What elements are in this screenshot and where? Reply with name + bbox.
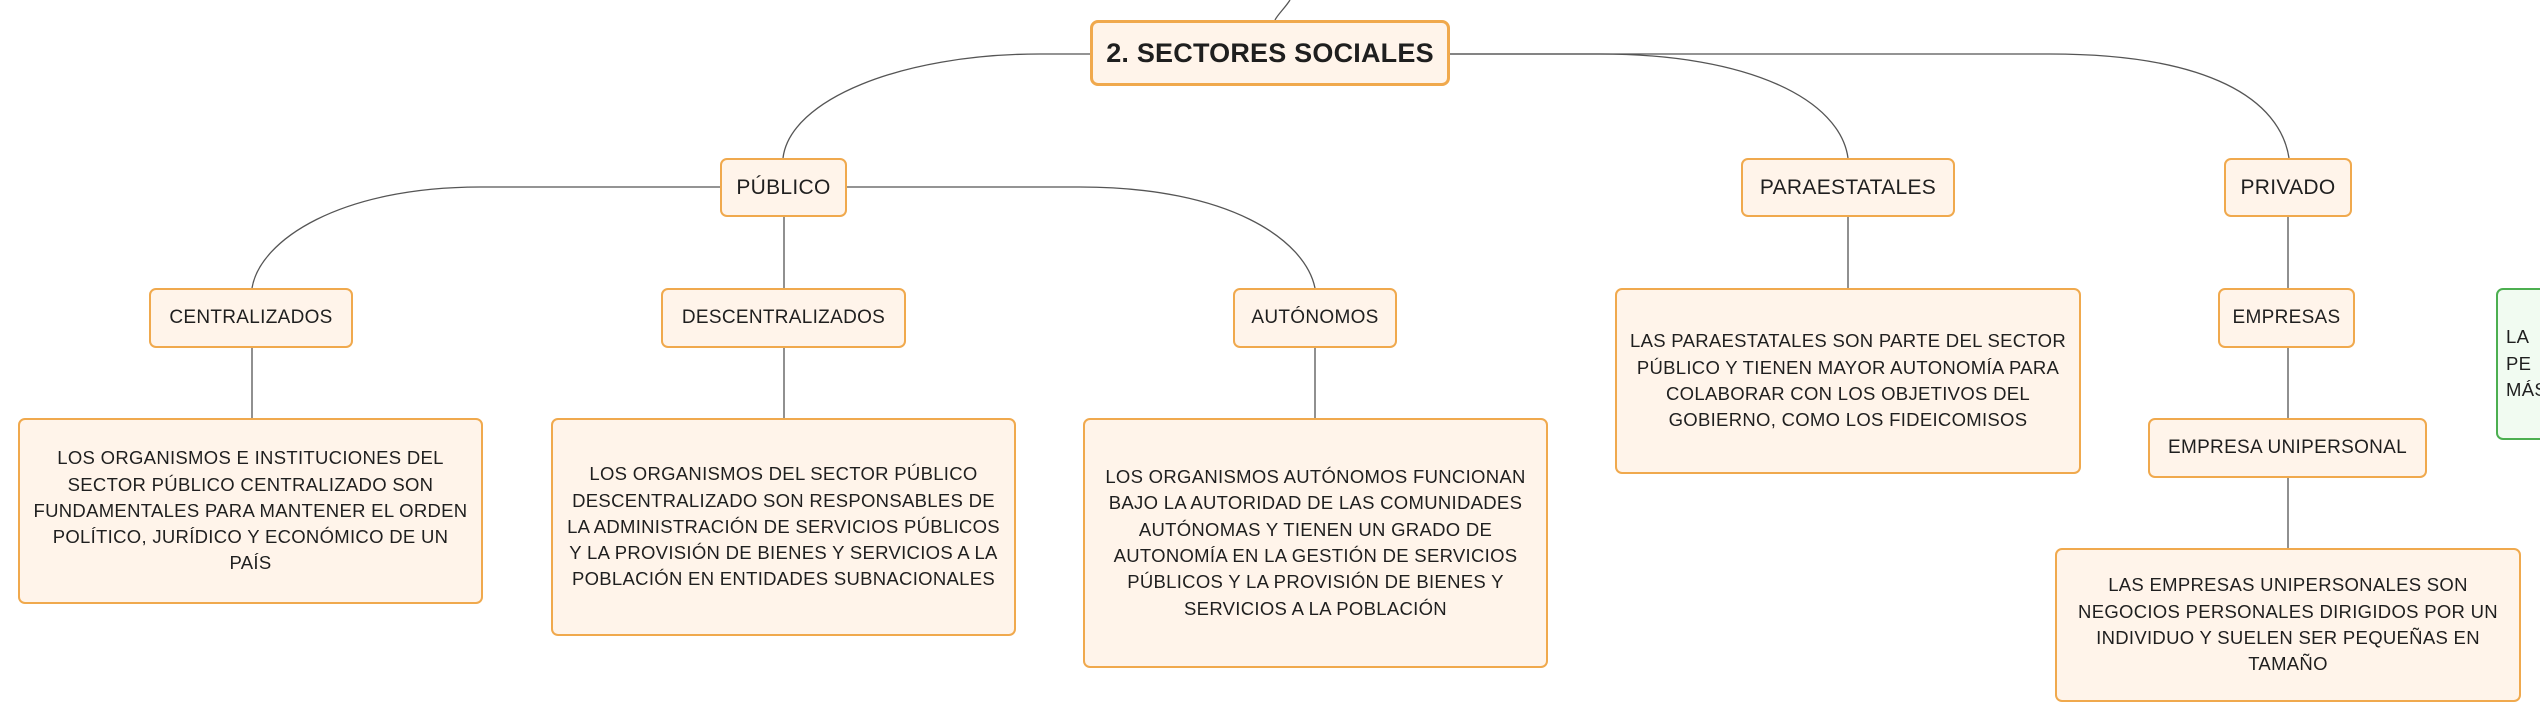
cut-off-node-text: LA PE MÁS xyxy=(2506,324,2540,404)
connector-root-privado xyxy=(1450,53,2290,159)
description-autonomos[interactable]: LOS ORGANISMOS AUTÓNOMOS FUNCIONAN BAJO … xyxy=(1083,418,1548,668)
node-privado[interactable]: PRIVADO xyxy=(2224,158,2352,217)
cut-off-line-2: PE xyxy=(2506,352,2532,374)
connector-publico-centralizados xyxy=(251,186,720,289)
cut-off-node[interactable]: LA PE MÁS xyxy=(2496,288,2540,440)
connector-root-publico xyxy=(782,53,1090,159)
node-descentralizados[interactable]: DESCENTRALIZADOS xyxy=(661,288,906,348)
connector-root-parent xyxy=(1274,0,1291,21)
node-paraestatales[interactable]: PARAESTATALES xyxy=(1741,158,1955,217)
description-descentralizados[interactable]: LOS ORGANISMOS DEL SECTOR PÚBLICO DESCEN… xyxy=(551,418,1016,636)
node-centralizados[interactable]: CENTRALIZADOS xyxy=(149,288,353,348)
description-centralizados[interactable]: LOS ORGANISMOS E INSTITUCIONES DEL SECTO… xyxy=(18,418,483,604)
description-empresa-unipersonal[interactable]: LAS EMPRESAS UNIPERSONALES SON NEGOCIOS … xyxy=(2055,548,2521,702)
node-publico[interactable]: PÚBLICO xyxy=(720,158,847,217)
cut-off-line-3: MÁS xyxy=(2506,379,2540,401)
cut-off-line-1: LA xyxy=(2506,325,2530,347)
node-empresa-unipersonal[interactable]: EMPRESA UNIPERSONAL xyxy=(2148,418,2427,478)
node-empresas[interactable]: EMPRESAS xyxy=(2218,288,2355,348)
node-autonomos[interactable]: AUTÓNOMOS xyxy=(1233,288,1397,348)
description-paraestatales[interactable]: LAS PARAESTATALES SON PARTE DEL SECTOR P… xyxy=(1615,288,2081,474)
root-node-sectores-sociales[interactable]: 2. SECTORES SOCIALES xyxy=(1090,20,1450,86)
connector-publico-autonomos xyxy=(845,186,1316,289)
connector-root-paraestatales xyxy=(1450,53,1849,159)
